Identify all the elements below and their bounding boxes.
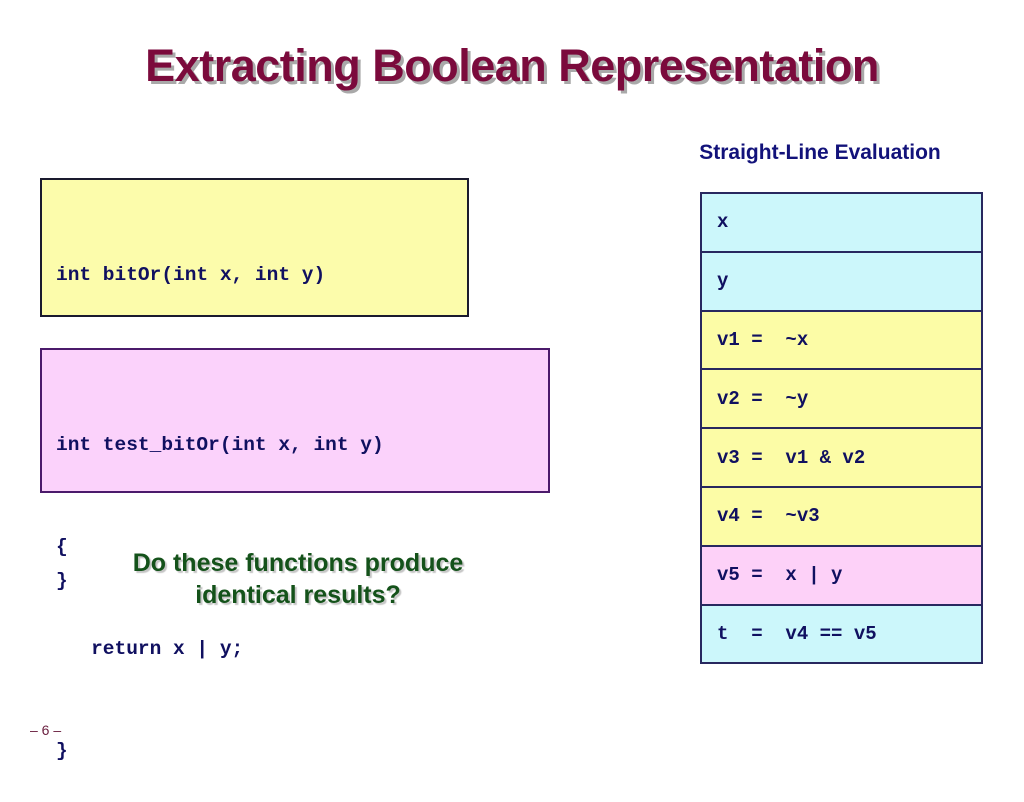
- table-row: v1 = ~x: [702, 311, 981, 371]
- code-line: {: [56, 536, 68, 558]
- table-row: y: [702, 252, 981, 312]
- question-line-1: Do these functions produce: [132, 549, 464, 577]
- table-row: t = v4 == v5: [702, 605, 981, 665]
- question-line-2: identical results?: [195, 581, 401, 609]
- code-line: return x | y;: [56, 638, 244, 660]
- code-line: int bitOr(int x, int y): [56, 264, 326, 286]
- code-line: int test_bitOr(int x, int y): [56, 434, 384, 456]
- code-line: }: [56, 570, 68, 592]
- table-row: v5 = x | y: [702, 546, 981, 606]
- straight-line-evaluation-heading: Straight-Line Evaluation: [699, 141, 941, 164]
- code-block-test-bitor: int test_bitOr(int x, int y) { return x …: [40, 348, 550, 762]
- table-row: v4 = ~v3: [702, 487, 981, 547]
- page-number: – 6 –: [30, 722, 62, 738]
- code-line: }: [56, 740, 68, 762]
- page-title: Extracting Boolean Representation: [145, 40, 879, 91]
- straight-line-evaluation-table: x y v1 = ~x v2 = ~y v3 = v1 & v2 v4 = ~v…: [700, 192, 983, 665]
- question-callout: Do these functions produce identical res…: [34, 547, 562, 611]
- code-block-bitor: int bitOr(int x, int y) { return ~(~x & …: [40, 178, 469, 592]
- table-row: v3 = v1 & v2: [702, 429, 981, 488]
- table-row: x: [702, 194, 981, 253]
- table-row: v2 = ~y: [702, 370, 981, 430]
